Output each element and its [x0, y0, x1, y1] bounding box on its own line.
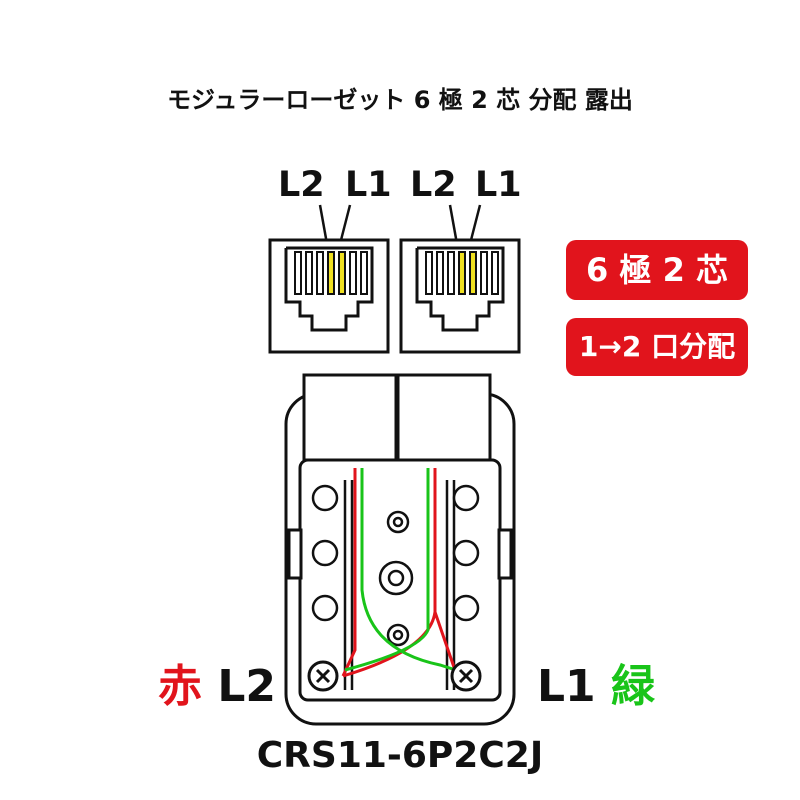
center-screws	[378, 510, 414, 647]
wire-right-color-label: 緑	[610, 661, 655, 712]
jack-right-pin-l1-label: L1	[475, 165, 522, 205]
diagram-title: モジュラーローゼット 6 極 2 芯 分配 露出	[167, 86, 633, 114]
pin-leader-lines	[318, 204, 482, 245]
jack-right-pin-l2-label: L2	[410, 165, 457, 205]
wire-left-color-label: 赤	[158, 661, 202, 712]
terminals	[311, 484, 480, 622]
green-wire-l1	[344, 468, 463, 674]
badge-6-pole-2-core: 6 極 2 芯	[566, 240, 748, 300]
wire-right-label: L1 緑	[537, 650, 655, 714]
jack-left-pin-l1-label: L1	[345, 165, 392, 205]
screw-cross-icon	[315, 668, 474, 684]
wire-left-label: 赤 L2	[158, 650, 276, 714]
wire-left-line-label: L2	[217, 661, 276, 712]
wire-right-line-label: L1	[537, 661, 596, 712]
jack-right-pins	[425, 251, 499, 295]
jack-left-pins	[294, 251, 368, 295]
model-number: CRS11-6P2C2J	[256, 735, 544, 776]
badge-1-to-2-distribution: 1→2 口分配	[566, 318, 748, 376]
jack-left-pin-l2-label: L2	[278, 165, 325, 205]
